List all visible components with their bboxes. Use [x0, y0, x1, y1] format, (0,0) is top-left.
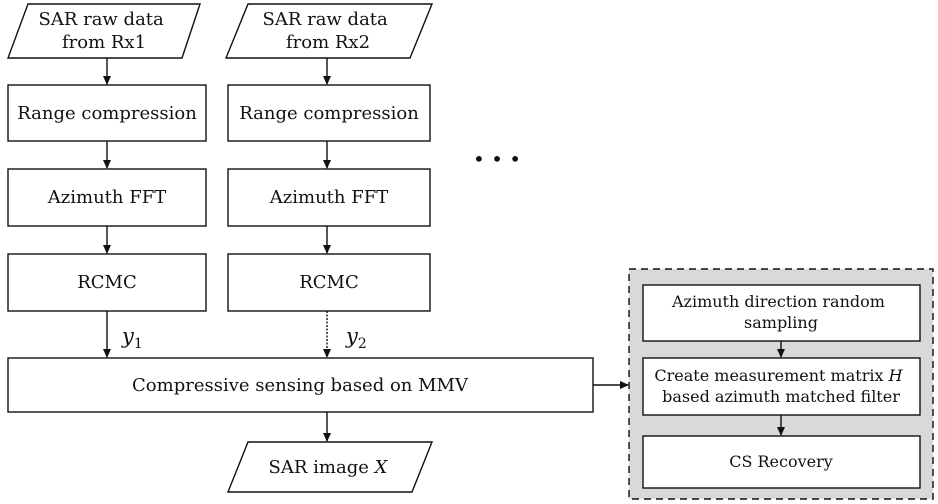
rx2-azimuth-fft-box: Azimuth FFT [227, 168, 431, 227]
svg-text:RCMC: RCMC [77, 272, 137, 293]
y1-label: y1 [121, 324, 143, 352]
svg-text:Azimuth FFT: Azimuth FFT [269, 187, 388, 208]
ellipsis: • • • [473, 147, 521, 171]
svg-text:Range compression: Range compression [239, 103, 419, 124]
svg-text:SAR raw data from Rx1: SAR raw data from Rx1 [38, 9, 169, 53]
measurement-matrix-box: Create measurement matrix H based azimut… [642, 357, 921, 416]
rx2-input-parallelogram: SAR raw data from Rx2 [224, 3, 434, 59]
rx2-range-compression-box: Range compression [227, 84, 431, 142]
svg-text:SAR raw data from Rx2: SAR raw data from Rx2 [262, 9, 393, 53]
svg-text:Compressive sensing based on M: Compressive sensing based on MMV [132, 375, 469, 396]
cs-detail-panel: Azimuth direction random sampling Create… [628, 268, 934, 500]
rx1-range-compression-box: Range compression [7, 84, 207, 142]
rx1-rcmc-box: RCMC [7, 253, 207, 312]
y2-label: y2 [345, 324, 367, 352]
mmv-box: Compressive sensing based on MMV [7, 357, 594, 413]
svg-text:CS Recovery: CS Recovery [729, 452, 833, 471]
random-sampling-box: Azimuth direction random sampling [642, 284, 921, 342]
svg-text:SAR image X: SAR image X [269, 457, 389, 478]
sar-image-output-parallelogram: SAR image X [226, 441, 434, 493]
rx1-input-parallelogram: SAR raw data from Rx1 [6, 3, 201, 59]
svg-text:RCMC: RCMC [299, 272, 359, 293]
cs-recovery-box: CS Recovery [642, 435, 921, 489]
rx2-rcmc-box: RCMC [227, 253, 431, 312]
svg-text:Azimuth FFT: Azimuth FFT [47, 187, 166, 208]
svg-text:Azimuth direction random: Azimuth direction random sampling [671, 292, 890, 332]
svg-text:Range compression: Range compression [17, 103, 197, 124]
rx1-azimuth-fft-box: Azimuth FFT [7, 168, 207, 227]
svg-text:Create measurement matrix H: Create measurement matrix H based azimut… [654, 366, 907, 406]
